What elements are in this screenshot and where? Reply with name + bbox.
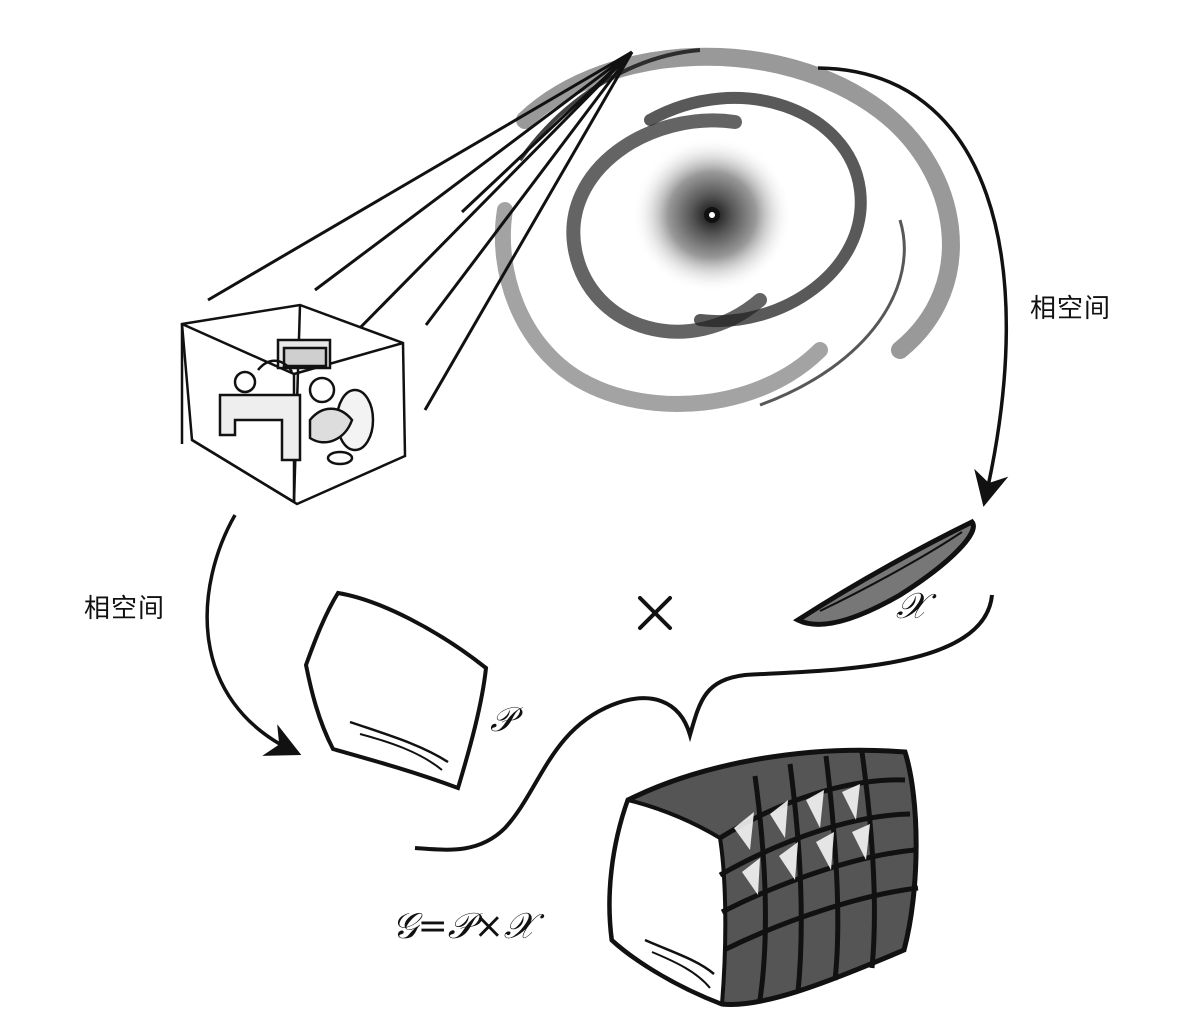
product-brace <box>414 594 994 852</box>
product-formula-label: 𝒢=𝒫×𝒳 <box>392 906 535 947</box>
phase-space-arrow-left <box>205 514 302 756</box>
p-symbol-label: 𝒫 <box>490 700 515 740</box>
projection-lines <box>207 50 634 411</box>
phase-space-arrow-right <box>817 66 1009 507</box>
spiral-galaxy-icon <box>494 47 960 412</box>
position-space-ellipse-icon <box>792 518 976 627</box>
phase-space-label-right: 相空间 <box>1030 294 1112 324</box>
engine-box-icon <box>180 303 407 506</box>
momentum-cube-icon <box>303 590 489 791</box>
times-symbol <box>638 596 672 630</box>
product-space-block-icon <box>607 747 919 1007</box>
phase-space-label-left: 相空间 <box>84 594 166 624</box>
x-symbol-label: 𝒳 <box>896 586 927 627</box>
